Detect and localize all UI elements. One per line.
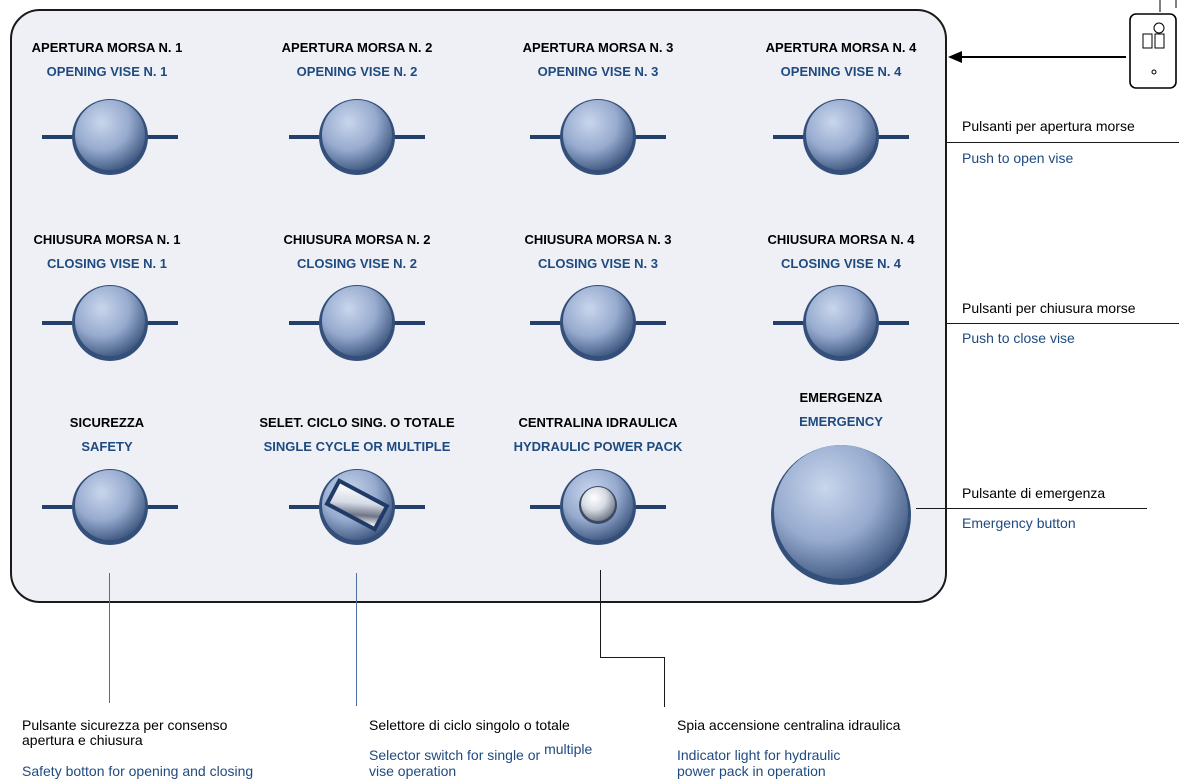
callout-safety-it-1: Pulsante sicurezza per consenso bbox=[22, 717, 228, 733]
open-vise-1-button[interactable] bbox=[40, 97, 180, 179]
cycle-selector-switch[interactable] bbox=[287, 467, 427, 549]
callout-pack-en-1: Indicator light for hydraulic bbox=[677, 747, 841, 763]
leader-pack-horizontal bbox=[600, 657, 665, 658]
close-vise-3-button[interactable] bbox=[528, 283, 668, 365]
callout-selector-en-2: vise operation bbox=[369, 763, 457, 779]
leader-close-line bbox=[947, 323, 1179, 324]
open-vise-2-button[interactable] bbox=[287, 97, 427, 179]
label-emergency: EMERGENZA EMERGENCY bbox=[799, 390, 883, 429]
callout-close-en: Push to close vise bbox=[962, 330, 1075, 346]
leader-selector-line bbox=[356, 573, 357, 706]
callout-open-en: Push to open vise bbox=[962, 150, 1074, 166]
label-closing-vise-3: CHIUSURA MORSA N. 3 CLOSING VISE N. 3 bbox=[524, 232, 672, 271]
label-cycle-selector: SELET. CICLO SING. O TOTALE SINGLE CYCLE… bbox=[259, 415, 455, 454]
leader-open-line bbox=[947, 142, 1179, 143]
leader-emergency-line bbox=[916, 508, 1147, 509]
callout-emergency-it: Pulsante di emergenza bbox=[962, 485, 1106, 501]
panel-location-arrow bbox=[948, 51, 1126, 63]
label-closing-vise-1: CHIUSURA MORSA N. 1 CLOSING VISE N. 1 bbox=[33, 232, 181, 271]
hydraulic-indicator-light bbox=[530, 469, 666, 545]
open-vise-4-button[interactable] bbox=[771, 97, 911, 179]
callout-open-it: Pulsanti per apertura morse bbox=[962, 118, 1135, 134]
emergency-button[interactable] bbox=[766, 441, 916, 585]
leader-safety-line bbox=[109, 573, 110, 703]
label-closing-vise-4: CHIUSURA MORSA N. 4 CLOSING VISE N. 4 bbox=[767, 232, 915, 271]
callout-pack-it: Spia accensione centralina idraulica bbox=[677, 717, 901, 733]
label-safety: SICUREZZA SAFETY bbox=[69, 415, 145, 454]
label-hydraulic-power-pack: CENTRALINA IDRAULICA HYDRAULIC POWER PAC… bbox=[513, 415, 683, 454]
callout-selector-en-1: Selector switch for single or multiple bbox=[369, 741, 593, 763]
open-vise-3-button[interactable] bbox=[528, 97, 668, 179]
close-vise-2-button[interactable] bbox=[287, 283, 427, 365]
label-opening-vise-2: APERTURA MORSA N. 2 OPENING VISE N. 2 bbox=[281, 40, 433, 79]
callout-safety-en: Safety botton for opening and closing bbox=[22, 763, 254, 779]
leader-pack-vertical-2 bbox=[664, 657, 665, 707]
callout-close-it: Pulsanti per chiusura morse bbox=[962, 300, 1136, 316]
callout-pack-en-2: power pack in operation bbox=[677, 763, 826, 779]
callout-safety-it-2: apertura e chiusura bbox=[22, 732, 143, 748]
label-opening-vise-4: APERTURA MORSA N. 4 OPENING VISE N. 4 bbox=[765, 40, 917, 79]
close-vise-1-button[interactable] bbox=[40, 283, 180, 365]
callout-selector-it: Selettore di ciclo singolo o totale bbox=[369, 717, 570, 733]
label-opening-vise-1: APERTURA MORSA N. 1 OPENING VISE N. 1 bbox=[31, 40, 183, 79]
label-opening-vise-3: APERTURA MORSA N. 3 OPENING VISE N. 3 bbox=[522, 40, 674, 79]
label-closing-vise-2: CHIUSURA MORSA N. 2 CLOSING VISE N. 2 bbox=[283, 232, 431, 271]
leader-pack-vertical-1 bbox=[600, 570, 601, 657]
close-vise-4-button[interactable] bbox=[771, 283, 911, 365]
callout-emergency-en: Emergency button bbox=[962, 515, 1076, 531]
safety-button[interactable] bbox=[40, 467, 180, 549]
control-box-icon bbox=[1129, 0, 1177, 89]
